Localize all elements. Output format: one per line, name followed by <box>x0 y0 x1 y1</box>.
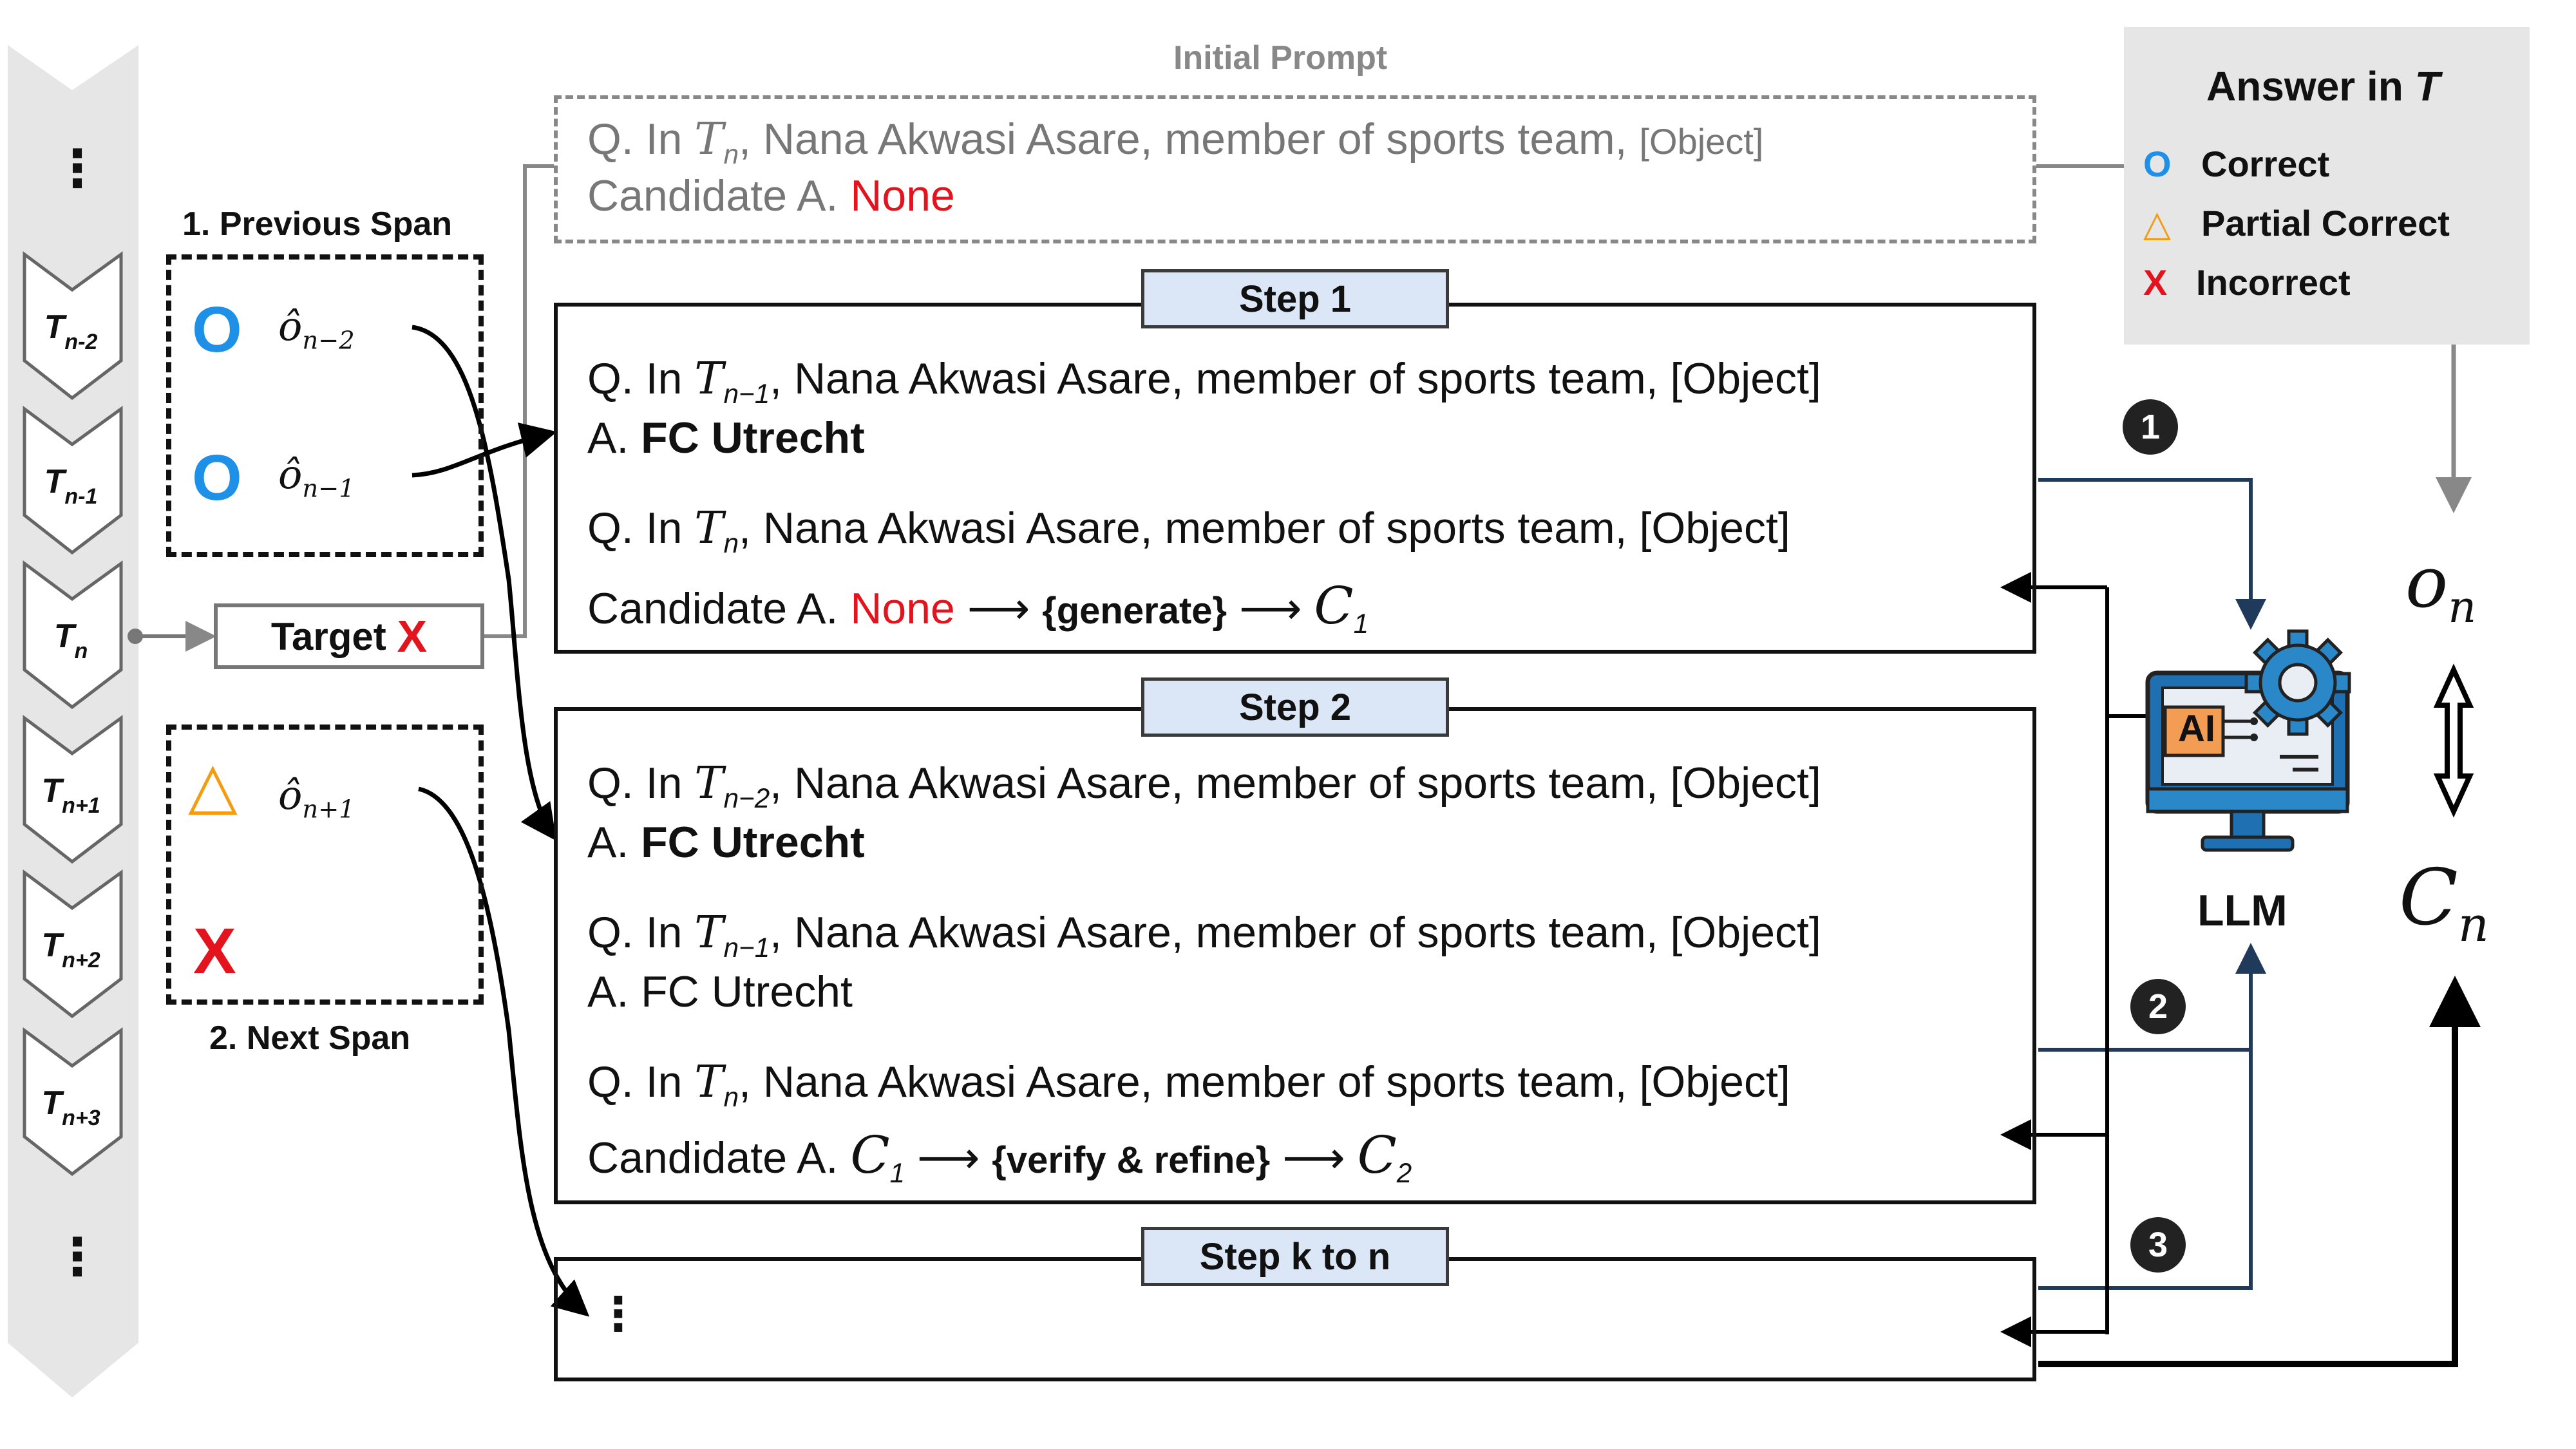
legend-incorrect-label: Incorrect <box>2196 262 2351 303</box>
previous-span-box <box>166 254 484 557</box>
step-badge-1: 1 <box>2123 399 2178 455</box>
step2-question-3: Q. In Tn, Nana Akwasi Asare, member of s… <box>587 1057 1790 1112</box>
stepk-ellipsis: ⋮ <box>595 1289 641 1340</box>
timeline-label-tn+3: Tn+3 <box>41 1084 100 1130</box>
chevron-shape <box>23 1027 123 1177</box>
answer-legend: Answer in T O Correct △ Partial Correct … <box>2124 27 2530 345</box>
llm-computer-icon <box>2145 629 2351 852</box>
chevron-shape <box>23 715 123 864</box>
step2-question-1: Q. In Tn−2, Nana Akwasi Asare, member of… <box>587 758 1821 813</box>
step2-answer-2: A. FC Utrecht <box>587 967 853 1016</box>
step1-tag: Step 1 <box>1141 269 1449 328</box>
timeline-label-tn-1: Tn-1 <box>44 463 98 509</box>
previous-span-o-n-2: ôn−2 <box>278 303 355 355</box>
timeline-top-ellipsis: ⋮ <box>52 140 103 197</box>
target-label: Target <box>270 614 397 658</box>
legend-partial-mark: △ <box>2143 203 2172 243</box>
initial-prompt-box: Q. In Tn, Nana Akwasi Asare, member of s… <box>554 95 2036 243</box>
next-span-label: 2. Next Span <box>209 1019 411 1057</box>
next-span-partial-mark: △ <box>188 749 238 821</box>
chevron-shape <box>23 406 123 555</box>
step-badge-2: 2 <box>2130 979 2186 1034</box>
target-box: Target X <box>214 603 484 669</box>
step2-box: Q. In Tn−2, Nana Akwasi Asare, member of… <box>554 707 2036 1204</box>
chevron-shape <box>23 560 123 710</box>
step2-candidate: Candidate A. C1 ⟶ {verify & refine} ⟶ C2 <box>587 1125 1412 1188</box>
step1-answer-1: A. FC Utrecht <box>587 413 865 462</box>
step2-tag: Step 2 <box>1141 677 1449 737</box>
next-span-box <box>166 724 484 1005</box>
previous-span-correct-mark-1: O <box>192 294 242 366</box>
target-x-mark: X <box>397 611 428 661</box>
llm-screen-text: AI <box>2178 708 2215 750</box>
previous-span-correct-mark-2: O <box>192 442 242 514</box>
step1-question-1: Q. In Tn−1, Nana Akwasi Asare, member of… <box>587 354 1821 409</box>
compare-double-arrow <box>2433 663 2474 818</box>
previous-span-o-n-1: ôn−1 <box>278 451 355 504</box>
legend-incorrect-mark: X <box>2143 262 2168 303</box>
timeline-label-tn+1: Tn+1 <box>41 772 100 818</box>
legend-correct-label: Correct <box>2201 144 2330 184</box>
timeline-label-tn+2: Tn+2 <box>41 927 100 972</box>
legend-correct-mark: O <box>2143 144 2172 184</box>
target-to-prompt-line <box>484 164 554 638</box>
span-arrow-n+1-to-stepk <box>418 786 590 1317</box>
timeline-label-tn-2: Tn-2 <box>44 308 98 354</box>
llm-label: LLM <box>2197 886 2287 935</box>
timeline-chevrons <box>23 251 123 1177</box>
legend-title: Answer in T <box>2206 63 2440 109</box>
timeline-bottom-ellipsis: ⋮ <box>52 1228 103 1285</box>
chevron-shape <box>23 869 123 1019</box>
step2-question-2: Q. In Tn−1, Nana Akwasi Asare, member of… <box>587 907 1821 963</box>
step1-candidate: Candidate A. None ⟶ {generate} ⟶ C1 <box>587 576 1369 639</box>
previous-span-label: 1. Previous Span <box>182 205 453 243</box>
span-arrow-n1-to-step1 <box>412 422 557 478</box>
span-arrow-n2-to-step2 <box>412 325 557 841</box>
stepk-to-cn-arrow <box>2038 976 2481 1367</box>
step1-question-2: Q. In Tn, Nana Akwasi Asare, member of s… <box>587 503 1790 558</box>
legend-partial-label: Partial Correct <box>2201 203 2450 243</box>
timeline-label-tn: Tn <box>53 618 88 663</box>
stepk-tag: Step k to n <box>1141 1227 1449 1286</box>
output-o-n: on <box>2405 541 2477 633</box>
next-span-incorrect-mark: X <box>193 915 236 987</box>
step1-box: Q. In Tn−1, Nana Akwasi Asare, member of… <box>554 303 2036 654</box>
step2-answer-1: A. FC Utrecht <box>587 818 865 867</box>
step1-to-llm-line <box>2038 478 2266 630</box>
step-badge-3: 3 <box>2130 1217 2186 1273</box>
output-c-n: Cn <box>2399 853 2489 953</box>
next-span-o-n+1: ôn+1 <box>278 772 355 824</box>
initial-prompt-candidate: Candidate A. None <box>587 171 955 220</box>
initial-prompt-question: Q. In Tn, Nana Akwasi Asare, member of s… <box>587 114 1764 169</box>
chevron-shape <box>23 251 123 401</box>
initial-prompt-title: Initial Prompt <box>1173 39 1388 77</box>
